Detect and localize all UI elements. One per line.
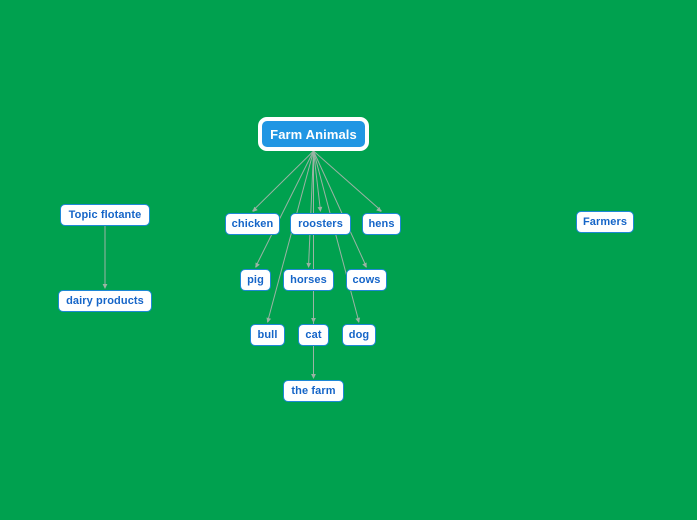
mindmap-node-dairy-products[interactable]: dairy products (58, 290, 152, 312)
mindmap-edge-root-to-horses (306, 150, 314, 268)
mindmap-edge-root-to-roosters (313, 150, 323, 212)
mindmap-node-label: the farm (291, 384, 336, 397)
mindmap-edge-topic-flotante-to-dairy-products (102, 226, 108, 289)
mindmap-node-hens[interactable]: hens (362, 213, 401, 235)
mindmap-node-label: pig (247, 273, 264, 286)
mindmap-edge-root-to-dog (313, 150, 361, 323)
mindmap-node-label: dog (348, 328, 370, 341)
mindmap-node-label: roosters (298, 217, 343, 230)
mindmap-node-pig[interactable]: pig (240, 269, 271, 291)
mindmap-node-label: Topic flotante (68, 208, 142, 221)
mindmap-node-label: bull (257, 328, 278, 341)
mindmap-edge-root-to-bull (266, 150, 314, 323)
mindmap-node-label: hens (368, 217, 395, 230)
mindmap-node-label: cows (352, 273, 381, 286)
mindmap-node-cat[interactable]: cat (298, 324, 329, 346)
mindmap-node-farmers[interactable]: Farmers (576, 211, 634, 233)
mindmap-node-dog[interactable]: dog (342, 324, 376, 346)
mindmap-node-root[interactable]: Farm Animals (258, 117, 369, 151)
mindmap-node-cows[interactable]: cows (346, 269, 387, 291)
mindmap-node-horses[interactable]: horses (283, 269, 334, 291)
mindmap-node-label: chicken (231, 217, 274, 230)
mindmap-node-label: Farmers (582, 215, 628, 228)
mindmap-node-label: horses (290, 273, 327, 286)
mindmap-node-topic-flotante[interactable]: Topic flotante (60, 204, 150, 226)
mindmap-node-chicken[interactable]: chicken (225, 213, 280, 235)
mindmap-node-label: dairy products (66, 294, 144, 307)
mindmap-edge-root-to-pig (255, 150, 314, 268)
mindmap-node-the-farm[interactable]: the farm (283, 380, 344, 402)
mindmap-node-bull[interactable]: bull (250, 324, 285, 346)
mindmap-edge-root-to-chicken (252, 150, 314, 212)
mindmap-edge-root-to-cows (313, 150, 367, 268)
mindmap-node-label: Farm Animals (270, 126, 357, 142)
mindmap-edge-root-to-cat (311, 151, 316, 323)
mindmap-edge-root-to-hens (313, 150, 382, 212)
mindmap-node-roosters[interactable]: roosters (290, 213, 351, 235)
mindmap-node-label: cat (305, 328, 322, 341)
